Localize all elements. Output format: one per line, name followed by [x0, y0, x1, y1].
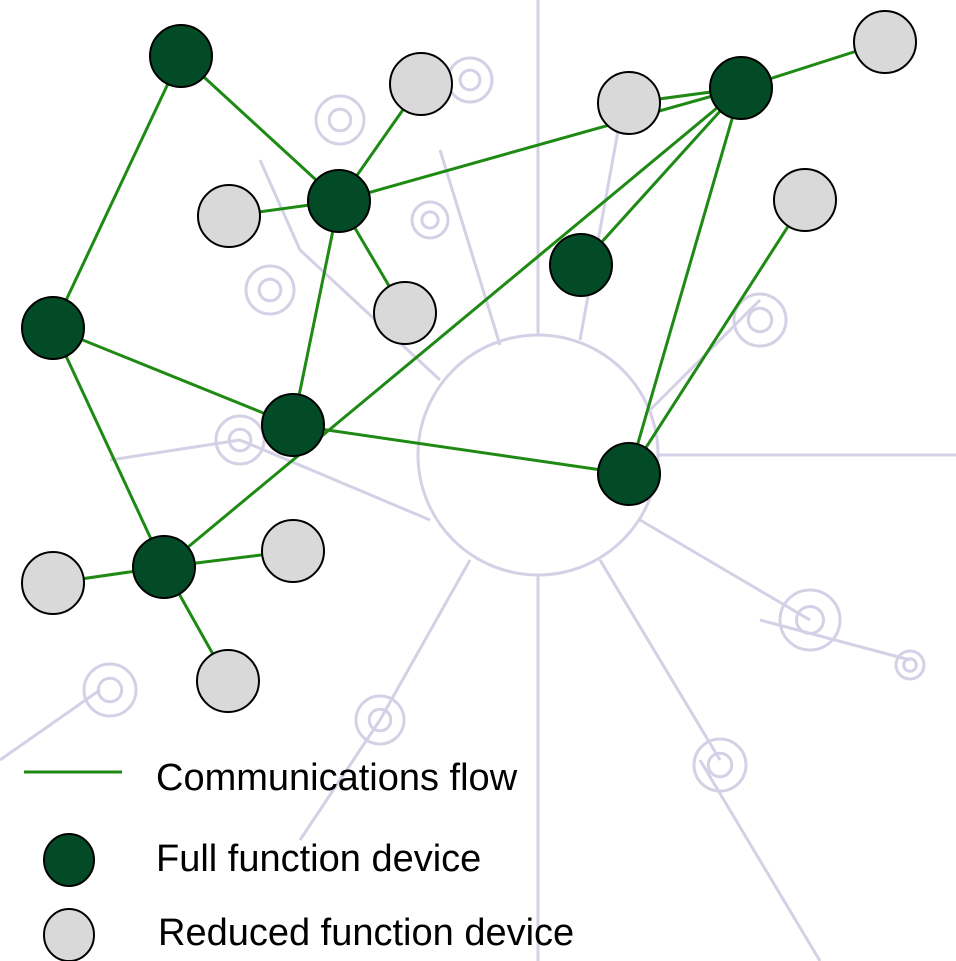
link-f2-f3 [338, 86, 742, 203]
link-f3-f7 [627, 87, 743, 475]
watermark-ring-inner [746, 306, 774, 334]
link-f2-f5 [291, 200, 341, 426]
full-function-node-f2 [307, 169, 371, 233]
legend-full-function-swatch [43, 833, 95, 887]
watermark-spoke [698, 759, 822, 961]
reduced-function-node-r1 [389, 52, 453, 116]
full-function-node-f7 [597, 442, 661, 506]
device-nodes [21, 10, 917, 713]
watermark-ring-inner [420, 210, 440, 230]
watermark-ring-inner [795, 605, 825, 635]
watermark-spoke [759, 618, 911, 662]
watermark-ring [894, 649, 926, 681]
watermark-ring-inner [458, 68, 482, 92]
link-f4-f5 [52, 326, 294, 427]
legend-reduced-function-label: Reduced function device [158, 912, 575, 954]
watermark-ring-inner [96, 676, 124, 704]
legend-symbols [24, 770, 122, 961]
link-f1-f2 [179, 54, 341, 203]
watermark-ring-inner [257, 277, 283, 303]
watermark-spoke [239, 438, 431, 522]
watermark-ring [778, 588, 842, 652]
link-f3-f8 [579, 86, 743, 267]
full-function-node-f5 [261, 393, 325, 457]
watermark-spoke [639, 518, 811, 622]
link-f4-f6 [51, 327, 166, 568]
watermark-ring [446, 56, 494, 104]
watermark-spoke [109, 438, 241, 462]
reduced-function-node-r2 [197, 184, 261, 248]
watermark-ring [314, 94, 366, 146]
watermark-spoke [378, 559, 472, 721]
reduced-function-node-r9 [773, 168, 837, 232]
reduced-function-node-r7 [261, 519, 325, 583]
watermark-ring [732, 292, 788, 348]
full-function-node-f1 [149, 24, 213, 88]
watermark-spoke [598, 559, 722, 761]
watermark-spoke [438, 149, 502, 346]
watermark-ring [82, 662, 138, 718]
legend-communications-flow: Communications flow [0, 755, 956, 805]
watermark-ring [214, 414, 266, 466]
legend-full-function-label: Full function device [156, 838, 482, 880]
watermark-ring [692, 737, 748, 793]
communication-links [51, 40, 886, 682]
watermark-ring [410, 200, 450, 240]
full-function-node-f8 [549, 233, 613, 297]
full-function-node-f3 [709, 56, 773, 120]
legend-reduced-function-device: Reduced function device [0, 908, 956, 958]
link-f5-f7 [292, 423, 630, 476]
watermark-spoke [258, 159, 302, 251]
legend-reduced-function-swatch [43, 908, 95, 961]
full-function-node-f4 [21, 296, 85, 360]
watermark-ring [244, 264, 296, 316]
link-f3-f6 [163, 86, 742, 569]
reduced-function-node-r4 [597, 71, 661, 135]
watermark-spoke [0, 688, 101, 762]
watermark-spoke [578, 119, 622, 341]
watermark-ring-inner [706, 751, 734, 779]
watermark-ring-inner [367, 707, 393, 733]
link-f1-f4 [51, 55, 183, 329]
legend-communications-flow-label: Communications flow [156, 757, 518, 799]
watermark-ring-inner [327, 107, 353, 133]
reduced-function-node-r5 [853, 10, 917, 74]
reduced-function-node-r3 [373, 281, 437, 345]
watermark-ring [354, 694, 406, 746]
link-f7-r9 [627, 199, 807, 475]
reduced-function-node-r6 [21, 551, 85, 615]
watermark-ring-inner [227, 427, 253, 453]
reduced-function-node-r8 [196, 649, 260, 713]
legend-full-function-device: Full function device [0, 836, 956, 886]
full-function-node-f6 [132, 535, 196, 599]
watermark-ring-inner [902, 657, 918, 673]
